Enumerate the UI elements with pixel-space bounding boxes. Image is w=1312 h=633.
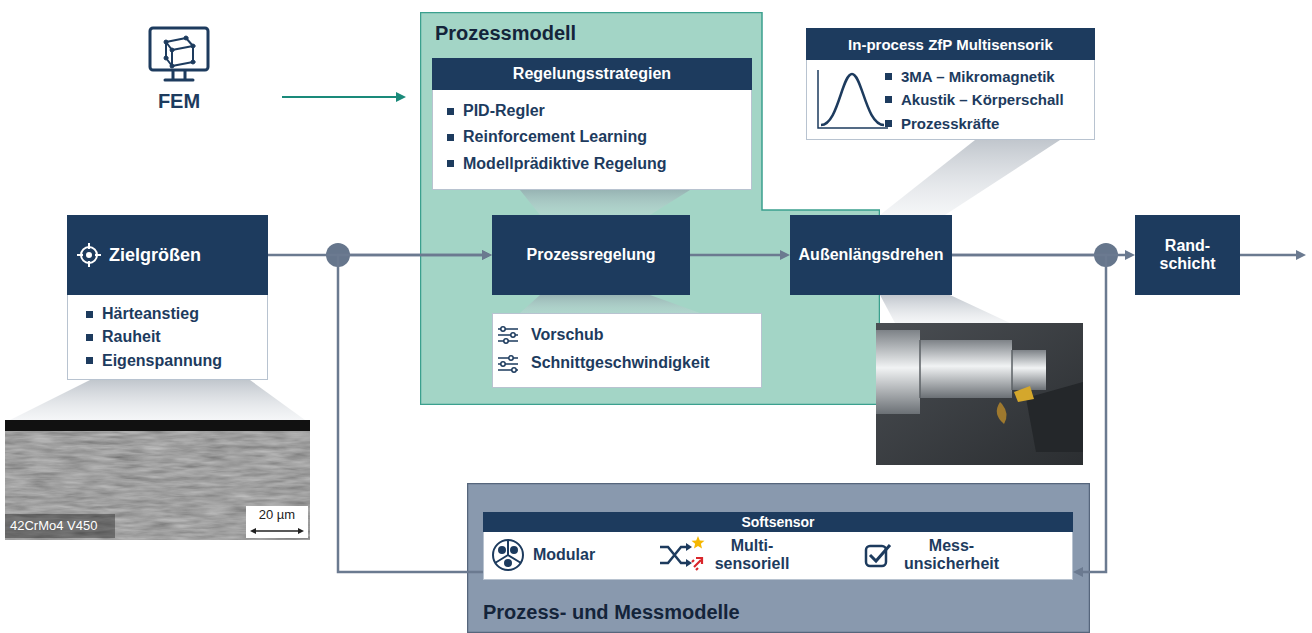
output-arrow [1240,250,1306,260]
target-icon [77,243,101,267]
bullet-text: Modellprädiktive Regelung [463,155,667,173]
summing-junction [1094,243,1118,267]
bullet-list: HärteanstiegRauheitEigenspannung [67,295,268,380]
output-box: Rand- schicht [1135,215,1240,295]
connector [690,250,790,260]
bullet-item: Rauheit [86,328,261,346]
process-box: Prozessregelung [492,215,690,295]
bullet-square [86,311,93,318]
shuffle-icon [660,536,705,570]
bullet-square [447,160,454,167]
arrow-head [780,250,790,260]
connector [952,255,1106,577]
parameter-box: VorschubSchnittgeschwindigkeit [492,313,762,388]
box-header: Zielgrößen [67,215,268,295]
callout-shadow [520,190,690,215]
bullet-item: Prozesskräfte [885,115,1088,132]
bullet-item: Modellprädiktive Regelung [447,155,745,173]
slider-icon [498,327,518,343]
bullet-list: PID-ReglerReinforcement LearningModellpr… [433,90,751,173]
arrow-head [482,250,492,260]
callout-shadow [880,140,1060,215]
connector-line [690,254,780,257]
fem-arrow [282,92,406,102]
connector-line [268,254,482,257]
box-label: Prozessregelung [527,246,656,264]
box-header: Regelungsstrategien [432,58,752,90]
slider-icon [498,356,518,372]
callout-shadow [520,295,700,313]
sample-label: 42CrMo4 V450 [10,519,97,534]
connector [268,250,492,260]
feature-cell: Modular [524,532,604,578]
parameter-label: Vorschub [531,326,755,344]
arrow-head [1073,567,1083,577]
panel-title: Prozessmodell [435,21,576,45]
bullet-square [447,134,454,141]
feature-label: Modular [533,546,595,564]
bullet-item: PID-Regler [447,102,745,120]
box-label: Außenlängsdrehen [799,246,944,264]
connector [338,250,492,572]
bullet-item: Reinforcement Learning [447,128,745,146]
box-label: Rand- schicht [1152,237,1224,274]
turning-photo [876,323,1083,465]
bullet-item: Härteanstieg [86,305,261,323]
bullet-item: Eigenspannung [86,352,261,370]
bullet-text: Härteanstieg [102,305,199,323]
bullet-square [86,357,93,364]
sensor-box: In-process ZfP Multisensorik 3MA – Mikrom… [806,28,1095,140]
box-header: Softsensor [483,512,1073,532]
panel-title: Prozess- und Messmodelle [483,600,1090,624]
bullet-item: 3MA – Mikromagnetik [885,68,1088,85]
strategy-box: RegelungsstrategienPID-ReglerReinforceme… [432,58,752,190]
header-label: Regelungsstrategien [513,65,671,83]
connector [952,250,1135,260]
feature-row: Modular Multi- sensoriell Mess- unsicherhe… [484,532,1072,578]
softsensor-box: SoftsensorModular Multi- sensoriell Mess- … [483,512,1073,580]
arrow-head [1125,250,1135,260]
icon-label: FEM [148,90,210,113]
header-label: In-process ZfP Multisensorik [848,36,1053,53]
bullet-text: Reinforcement Learning [463,128,647,146]
header-label: Zielgrößen [109,245,201,266]
checkbox-icon [866,545,890,566]
bullet-list: 3MA – MikromagnetikAkustik – Körperschal… [807,60,1094,132]
bullet-item: Akustik – Körperschall [885,91,1088,108]
bullet-square [885,120,892,127]
box-header: In-process ZfP Multisensorik [806,28,1095,60]
feature-cell: Multi- sensoriell [706,532,798,578]
header-label: Softsensor [741,514,814,530]
model-panel: Prozess- und Messmodelle SoftsensorModula… [467,483,1090,633]
connector-line [952,255,1106,572]
bullet-square [885,96,892,103]
callout-shadow [880,295,1010,323]
micrograph [5,420,310,540]
process-box: Außenlängsdrehen [790,215,952,295]
bullet-text: Rauheit [102,328,161,346]
bullet-square [86,334,93,341]
arrow-head [482,250,492,260]
target-box: ZielgrößenHärteanstiegRauheitEigenspannu… [67,215,268,380]
fem-monitor-icon [150,28,208,80]
panel-fill [468,484,1090,633]
summing-junction [326,243,350,267]
bullet-text: 3MA – Mikromagnetik [901,68,1055,85]
bullet-text: Akustik – Körperschall [901,91,1064,108]
modular-icon [493,540,523,570]
bullet-square [447,108,454,115]
parameter-label: Schnittgeschwindigkeit [531,354,755,372]
callout-shadow [10,380,305,420]
scale-label: 20 µm [246,508,308,523]
bullet-square [885,73,892,80]
bullet-text: Prozesskräfte [901,115,999,132]
feature-cell: Mess- unsicherheit [894,532,1009,578]
bullet-text: PID-Regler [463,102,545,120]
feature-label: Mess- unsicherheit [894,537,1009,574]
connector-line [952,254,1125,257]
feature-label: Multi- sensoriell [706,537,798,574]
gauss-curve-icon [818,70,888,128]
connector-line [338,255,483,572]
bullet-text: Eigenspannung [102,352,222,370]
